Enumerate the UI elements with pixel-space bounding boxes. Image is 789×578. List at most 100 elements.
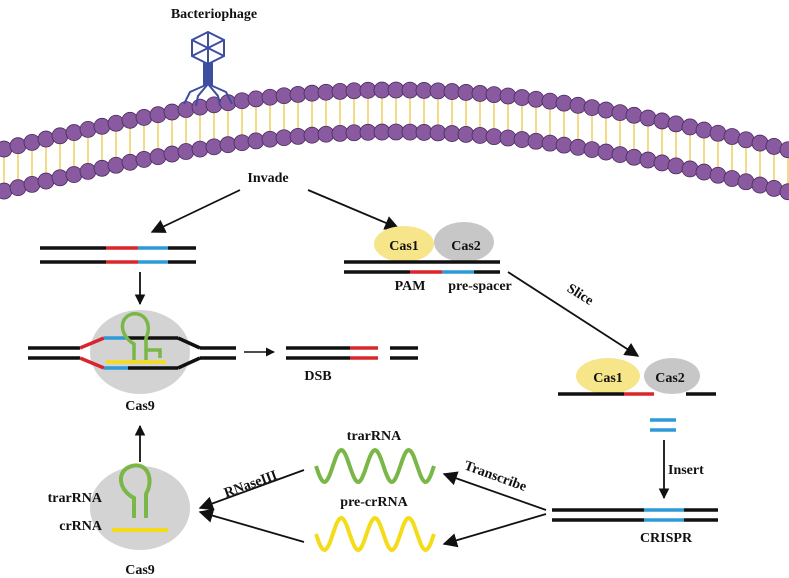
lipid-head xyxy=(625,106,643,124)
lipid-head xyxy=(65,124,83,141)
lipid-head xyxy=(191,98,209,116)
pre-crrna-transcript-wave xyxy=(314,515,436,553)
lipid-head xyxy=(387,81,405,99)
rnaseiii-arrow-lower xyxy=(198,508,305,543)
lipid-head xyxy=(149,106,167,124)
lipid-head xyxy=(667,157,685,175)
lipid-head xyxy=(275,87,293,105)
lipid-head xyxy=(569,138,587,156)
trarrna-transcript-wave xyxy=(314,447,436,485)
lipid-head xyxy=(611,146,629,164)
lipid-head xyxy=(443,83,461,100)
lipid-head xyxy=(499,129,517,147)
lipid-head xyxy=(37,172,55,190)
lipid-head xyxy=(359,123,377,141)
rnaseiii-arrow-upper xyxy=(198,469,305,511)
lipid-head xyxy=(527,132,545,150)
cas9-dna-complex xyxy=(28,310,236,394)
trarrna-complex-label: trarRNA xyxy=(48,491,103,506)
lipid-head xyxy=(23,133,41,151)
lipid-head xyxy=(359,81,377,99)
lipid-head xyxy=(149,148,167,166)
lipid-head xyxy=(681,118,699,136)
lipid-head xyxy=(457,126,475,143)
lipid-head xyxy=(583,99,601,117)
invading-dna-duplex xyxy=(40,246,196,264)
lipid-head xyxy=(429,82,447,100)
cell-membrane-bilayer xyxy=(0,81,789,201)
lipid-head xyxy=(261,88,279,106)
slice-label: Slice xyxy=(564,281,596,309)
lipid-head xyxy=(695,163,713,181)
invade-arrow-right xyxy=(307,189,400,230)
lipid-head xyxy=(415,82,433,99)
lipid-head xyxy=(779,183,789,201)
lipid-head xyxy=(177,101,195,118)
lipid-head xyxy=(303,126,321,144)
lipid-head xyxy=(135,109,153,126)
lipid-head xyxy=(723,128,741,145)
lipid-head xyxy=(611,104,629,122)
crrna-complex-label: crRNA xyxy=(59,519,103,534)
lipid-head xyxy=(401,123,419,141)
lipid-head xyxy=(709,166,727,184)
lipid-head xyxy=(79,121,97,138)
lipid-head xyxy=(667,115,685,133)
lipid-head xyxy=(723,170,741,187)
lipid-head xyxy=(597,101,615,119)
lipid-head xyxy=(737,131,755,149)
lipid-head xyxy=(51,169,69,187)
lipid-head xyxy=(373,123,391,141)
lipid-head xyxy=(373,81,391,99)
crispr-locus-dna xyxy=(552,508,718,522)
rnaseiii-label: RNaseIII xyxy=(222,468,279,501)
cas1-top-label: Cas1 xyxy=(389,239,419,254)
lipid-head xyxy=(527,90,545,108)
lipid-head xyxy=(653,154,671,172)
crispr-label: CRISPR xyxy=(640,531,693,546)
lipid-head xyxy=(9,179,27,197)
lipid-head xyxy=(653,112,671,130)
lipid-head xyxy=(513,131,531,148)
lipid-head xyxy=(779,141,789,159)
lipid-head xyxy=(163,145,181,163)
lipid-head xyxy=(751,176,769,194)
lipid-head xyxy=(331,83,349,100)
invade-arrow-left xyxy=(150,189,241,233)
lipid-head xyxy=(443,125,461,142)
lipid-head xyxy=(485,128,503,146)
lipid-head xyxy=(765,138,783,155)
lipid-head xyxy=(457,84,475,101)
lipid-head xyxy=(751,134,769,152)
lipid-head xyxy=(541,92,559,110)
lipid-head xyxy=(233,92,251,110)
dsb-label: DSB xyxy=(304,369,331,384)
bacteriophage-icon xyxy=(183,30,233,107)
cas1-right-label: Cas1 xyxy=(593,371,623,386)
cas2-right-label: Cas2 xyxy=(655,371,685,386)
lipid-head xyxy=(51,127,69,145)
double-strand-break-dna xyxy=(286,346,418,360)
lipid-head xyxy=(331,125,349,142)
lipid-head xyxy=(275,129,293,147)
lipid-head xyxy=(737,173,755,191)
lipid-head xyxy=(247,132,265,150)
lipid-head xyxy=(177,143,195,160)
cas9-guide-rna-complex xyxy=(90,463,190,550)
trarrna-wave-label: trarRNA xyxy=(347,429,402,444)
lipid-head xyxy=(401,81,419,99)
lipid-head xyxy=(555,94,573,112)
lipid-head xyxy=(317,125,335,143)
cas1-cas2-excision-complex xyxy=(558,358,716,432)
lipid-head xyxy=(709,124,727,142)
lipid-head xyxy=(471,127,489,144)
transcribe-label: Transcribe xyxy=(462,459,528,495)
lipid-head xyxy=(485,86,503,104)
lipid-head xyxy=(121,153,139,171)
lipid-head xyxy=(93,159,111,177)
lipid-head xyxy=(23,175,41,193)
invade-label: Invade xyxy=(247,171,288,186)
lipid-head xyxy=(415,124,433,141)
lipid-head xyxy=(107,114,125,132)
